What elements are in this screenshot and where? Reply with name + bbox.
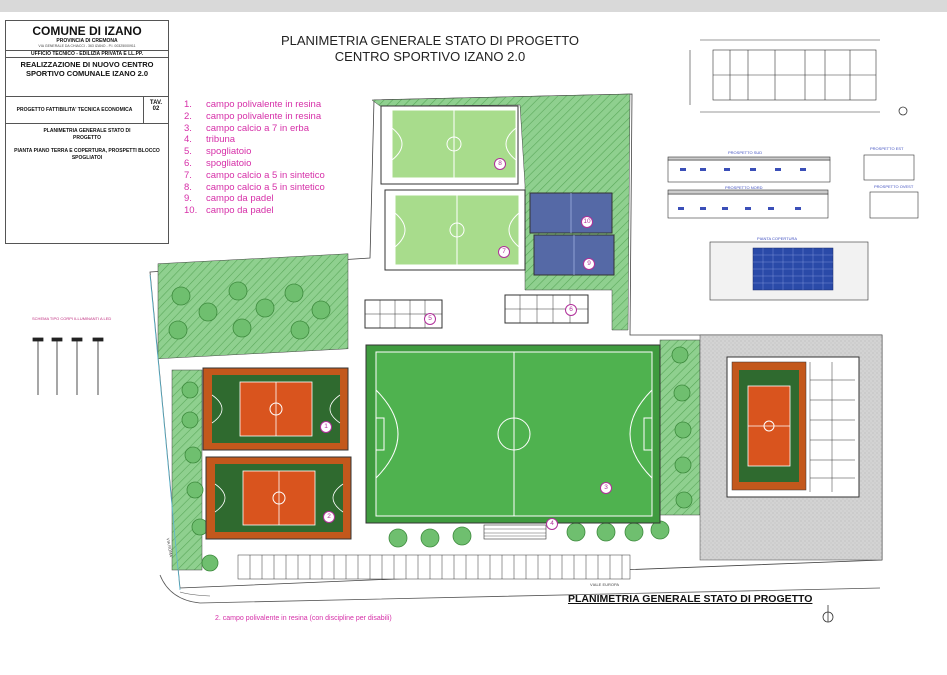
main-title-line1: PLANIMETRIA GENERALE STATO DI PROGETTO: [280, 33, 580, 48]
tav-label: TAV.: [149, 100, 163, 106]
title-block-header: COMUNE DI IZANO PROVINCIA DI CREMONA VIA…: [6, 21, 168, 51]
field-number-2: 2: [323, 511, 335, 523]
title-block: COMUNE DI IZANO PROVINCIA DI CREMONA VIA…: [5, 20, 169, 244]
main-title-line2: CENTRO SPORTIVO IZANO 2.0: [334, 49, 526, 64]
label-pianta-copertura: PIANTA COPERTURA: [757, 236, 798, 241]
bottom-title: PLANIMETRIA GENERALE STATO DI PROGETTO: [568, 593, 813, 605]
field-number-9: 9: [583, 258, 595, 270]
comune-name: COMUNE DI IZANO: [32, 24, 142, 38]
label-prospetto-est: PROSPETTO EST: [870, 146, 904, 151]
legend-item: 3.campo calcio a 7 in erba: [184, 122, 309, 134]
legend-item: 4.tribuna: [184, 134, 236, 146]
field-number-10: 10: [581, 216, 593, 228]
provincia: PROVINCIA DI CREMONA: [56, 38, 118, 44]
field-number-6: 6: [565, 304, 577, 316]
project-title: REALIZZAZIONE DI NUOVO CENTRO SPORTIVO C…: [20, 60, 154, 78]
north-arrow-icon: [822, 106, 908, 623]
legend-item: 7.campo calcio a 5 in sintetico: [184, 169, 325, 181]
legend: 1.campo polivalente in resina 2.campo po…: [184, 99, 325, 217]
field-number-1: 1: [320, 421, 332, 433]
floor-plan-top: [689, 39, 880, 113]
field-number-3: 3: [600, 482, 612, 494]
label-prospetto-sud: PROSPETTO SUD: [728, 150, 763, 155]
phase-label: PROGETTO FATTIBILITA' TECNICA ECONOMICA: [6, 97, 144, 123]
tav-number: 02: [152, 106, 160, 112]
elevations: [667, 154, 919, 219]
top-strip: [0, 0, 947, 12]
field-number-5: 5: [424, 313, 436, 325]
field-number-7: 7: [498, 246, 510, 258]
legend-item: 2.campo polivalente in resina: [184, 110, 322, 122]
legend-item: 6.spogliatoio: [184, 157, 252, 169]
legend-item: 10.campo da padel: [184, 205, 274, 217]
legend-item: 8.campo calcio a 5 in sintetico: [184, 181, 325, 193]
street-lamp-icon: [32, 337, 104, 395]
main-title: PLANIMETRIA GENERALE STATO DI PROGETTO C…: [270, 33, 590, 65]
field-number-4: 4: [546, 518, 558, 530]
legend-item: 1.campo polivalente in resina: [184, 99, 322, 110]
legend-item: 5.spogliatoio: [184, 146, 252, 158]
tav-row: PROGETTO FATTIBILITA' TECNICA ECONOMICA …: [6, 96, 168, 124]
label-prospetto-ovest: PROSPETTO OVEST: [874, 184, 914, 189]
caption-field-2: 2. campo polivalente in resina (con disc…: [215, 615, 392, 622]
label-prospetto-nord: PROSPETTO NORD: [725, 185, 763, 190]
trees: [168, 281, 693, 572]
street-label-viale-europa: VIALE EUROPA: [590, 582, 620, 587]
legend-item: 9.campo da padel: [184, 193, 274, 205]
parking: [237, 554, 631, 580]
sheet-description: PLANIMETRIA GENERALE STATO DI PROGETTO P…: [6, 124, 168, 162]
sheet-desc-1: PLANIMETRIA GENERALE STATO DI PROGETTO: [43, 128, 131, 141]
field-number-8: 8: [494, 158, 506, 170]
sheet-desc-2: PIANTA PIANO TERRA E COPERTURA, PROSPETT…: [14, 148, 160, 161]
road-edge: [159, 574, 881, 604]
ufficio-tecnico: UFFICIO TECNICO - EDILIZIA PRIVATA E LL.…: [6, 51, 168, 58]
address: VIA GENERALE DA CHIACCI - 363 IZANO - P.…: [38, 44, 136, 48]
tribuna: [483, 524, 547, 540]
lamp-caption: SCHEMA TIPO CORPI ILLUMINANTI A LED: [32, 316, 112, 321]
tav-box: TAV. 02: [144, 97, 168, 123]
